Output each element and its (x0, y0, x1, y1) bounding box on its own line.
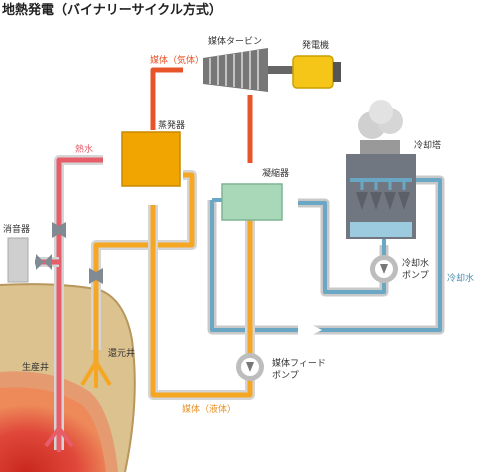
cooling-tower-label: 冷却塔 (414, 139, 441, 151)
cooling-water-pump (370, 255, 398, 283)
cw-pump-label-2: ポンプ (402, 270, 429, 281)
valve-icon (36, 222, 103, 284)
medium-feed-pump (236, 353, 264, 381)
feed-pump-label-2: ポンプ (272, 370, 299, 381)
generator (292, 55, 341, 89)
production-well-arrows (44, 426, 74, 452)
hot-water-label: 熱水 (75, 143, 93, 155)
cw-pump-label-1: 冷却水 (402, 257, 429, 269)
magma-zone (0, 387, 106, 472)
medium-liquid-loop (138, 175, 255, 400)
generator-label: 発電機 (302, 39, 329, 51)
feed-pump-label-1: 媒体フィード (272, 357, 326, 369)
turbine-label: 媒体タービン (208, 35, 262, 47)
evaporator-label: 蒸発器 (158, 119, 185, 131)
condenser-box (221, 183, 283, 221)
cooling-water-label: 冷却水 (447, 272, 474, 284)
evaporator-box (121, 131, 181, 187)
silencer (7, 237, 29, 283)
silencer-label: 消音器 (3, 223, 30, 235)
diagram-title: 地熱発電（バイナリーサイクル方式） (2, 2, 222, 18)
turbine (203, 48, 293, 92)
production-well-label: 生産井 (22, 361, 49, 373)
vapor-medium-label: 媒体（気体） (150, 54, 204, 66)
return-water-line (80, 170, 197, 388)
cooling-tower (346, 100, 416, 239)
return-well-label: 還元井 (108, 347, 135, 359)
condenser-label: 凝縮器 (262, 167, 289, 179)
medium-vapor-line (150, 55, 265, 193)
liquid-medium-label: 媒体（液体） (182, 403, 236, 415)
earth-cross-section (0, 283, 136, 472)
